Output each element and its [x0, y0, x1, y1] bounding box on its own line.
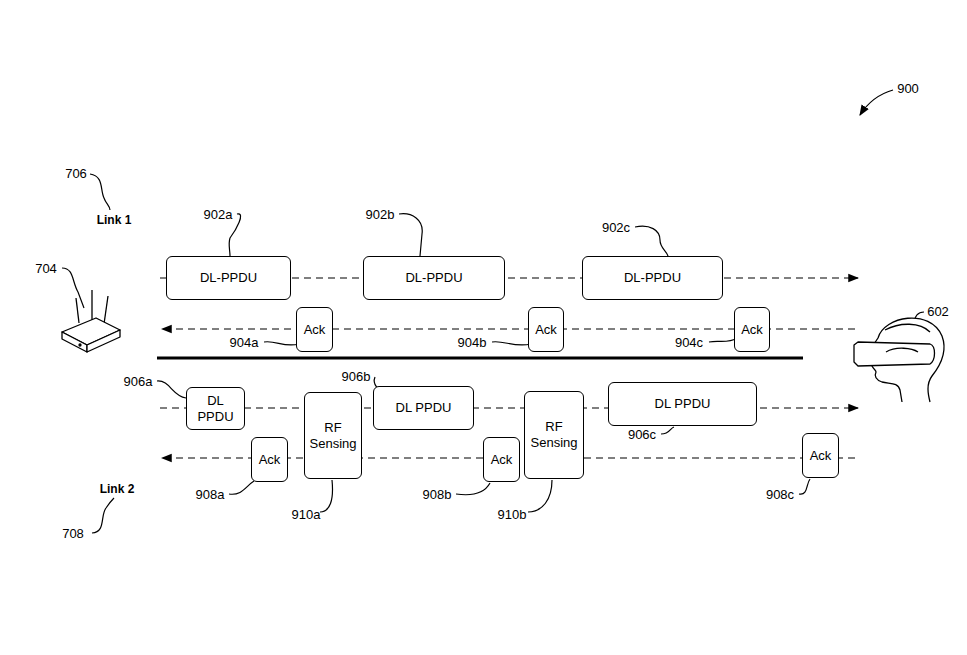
- box-text: DL PPDU: [396, 400, 452, 416]
- box-text: Ack: [535, 322, 557, 338]
- leader-line: [799, 479, 810, 494]
- box-text: DL-PPDU: [200, 270, 257, 286]
- ack-box: Ack: [483, 437, 520, 482]
- box-text: DL PPDU: [190, 393, 241, 424]
- figure-number: 900: [897, 81, 919, 96]
- callout-number: 908c: [766, 487, 794, 502]
- leader-line: [92, 498, 114, 533]
- leader-line: [492, 342, 531, 345]
- callout-number: 910a: [292, 507, 321, 522]
- ack-box: Ack: [802, 433, 839, 478]
- callout-number: 906a: [124, 374, 153, 389]
- ppdu-box: DL PPDU: [186, 387, 245, 430]
- callout-number: 708: [62, 526, 84, 541]
- callout-number: 902c: [602, 220, 630, 235]
- leader-line: [528, 480, 552, 512]
- box-text: Ack: [304, 322, 326, 338]
- callout-number: 906b: [342, 369, 371, 384]
- callout-number: 704: [35, 261, 57, 276]
- leader-line: [229, 481, 254, 494]
- callout-number: 706: [65, 166, 87, 181]
- ppdu-box: DL PPDU: [373, 386, 474, 430]
- rf-sensing-box: RF Sensing: [524, 391, 584, 479]
- leader-line: [320, 480, 333, 512]
- box-text: DL-PPDU: [405, 270, 462, 286]
- leader-line: [157, 381, 186, 398]
- callout-number: 910b: [498, 507, 527, 522]
- link-name: Link 1: [97, 213, 132, 227]
- leader-line: [456, 483, 490, 495]
- callout-number: 904b: [458, 335, 487, 350]
- box-text: Ack: [259, 452, 281, 468]
- ack-box: Ack: [251, 437, 288, 482]
- box-text: Ack: [810, 448, 832, 464]
- ppdu-box: DL PPDU: [608, 382, 757, 426]
- box-text: RF Sensing: [308, 420, 358, 451]
- box-text: Ack: [741, 322, 763, 338]
- callout-number: 904c: [675, 335, 703, 350]
- box-text: DL PPDU: [655, 396, 711, 412]
- callout-number: 902a: [204, 207, 233, 222]
- router-illustration: [62, 290, 120, 352]
- headset-user-illustration: [854, 318, 944, 402]
- leader-line: [90, 174, 110, 210]
- ack-box: Ack: [528, 307, 564, 352]
- callout-number: 908a: [196, 487, 225, 502]
- callout-number: 904a: [230, 335, 259, 350]
- leader-line: [661, 427, 674, 434]
- ppdu-box: DL-PPDU: [582, 256, 723, 300]
- leader-line: [62, 268, 84, 308]
- ack-box: Ack: [734, 307, 770, 352]
- rf-sensing-box: RF Sensing: [304, 392, 362, 479]
- figure-arrow: [860, 90, 893, 115]
- leader-line: [635, 226, 668, 256]
- ppdu-box: DL-PPDU: [166, 256, 291, 300]
- link-separator: [157, 357, 803, 360]
- ack-box: Ack: [296, 307, 333, 352]
- box-text: Ack: [491, 452, 513, 468]
- callout-number: 602: [927, 304, 949, 319]
- leader-line: [264, 342, 299, 345]
- box-text: DL-PPDU: [624, 270, 681, 286]
- link-name: Link 2: [100, 482, 135, 496]
- ppdu-box: DL-PPDU: [363, 256, 505, 300]
- callout-number: 902b: [366, 207, 395, 222]
- callout-number: 908b: [423, 487, 452, 502]
- leader-line: [399, 214, 422, 256]
- callout-number: 906c: [628, 427, 656, 442]
- box-text: RF Sensing: [528, 419, 580, 450]
